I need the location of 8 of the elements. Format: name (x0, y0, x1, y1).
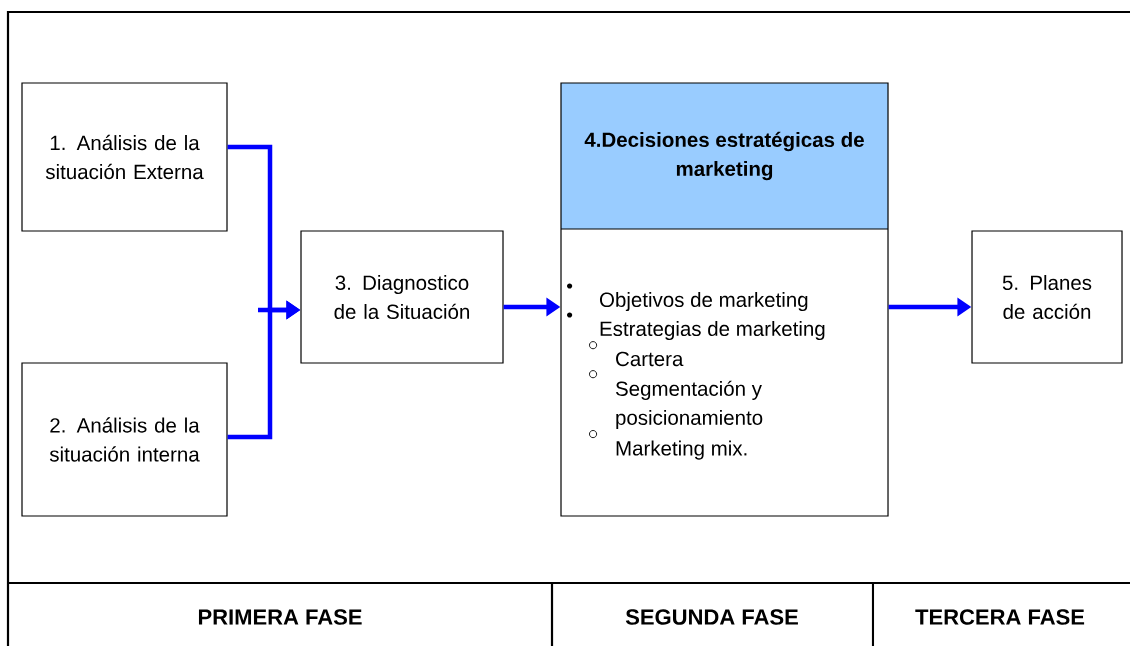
process-box: 1. Análisis de la situación Externa (21, 82, 228, 232)
process-box: 3. Diagnostico de la Situación (300, 230, 504, 364)
phase-label: PRIMERA FASE (198, 609, 362, 625)
process-box: 5. Planes de acción (971, 230, 1123, 364)
decision-box: 4.Decisiones estratégicas de marketing Objetivos de marketing Estrategias de marketing Cartera Segmentación y posicionamiento Marketing mix. (560, 82, 889, 517)
process-box: 2. Análisis de la situación interna (21, 362, 228, 517)
phase-label: TERCERA FASE (915, 609, 1085, 625)
phase-label: SEGUNDA FASE (625, 609, 798, 625)
